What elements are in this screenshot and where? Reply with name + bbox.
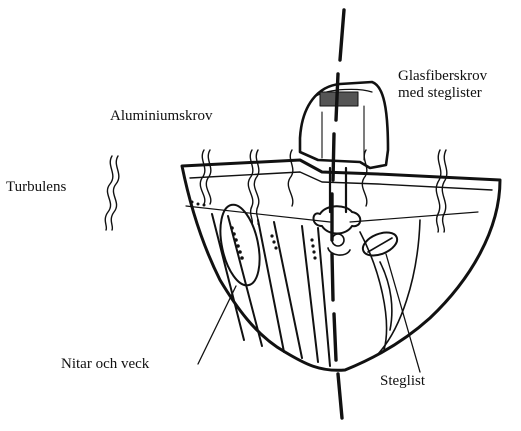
turbulence-label: Turbulens	[6, 179, 66, 196]
rivets-label: Nitar och veck	[61, 356, 149, 373]
steglist-label: Steglist	[380, 373, 425, 390]
center-divider-line	[332, 10, 344, 418]
glasfiber-hull-label: Glasfiberskrov med steglister	[398, 68, 487, 102]
aluminium-hull-label: Aluminiumskrov	[110, 108, 213, 125]
aluminium-hull-ribs	[191, 201, 331, 367]
hull-outline	[182, 160, 500, 370]
glasfiber-label-line2: med steglister	[398, 85, 487, 102]
glasfiber-label-line1: Glasfiberskrov	[398, 68, 487, 85]
